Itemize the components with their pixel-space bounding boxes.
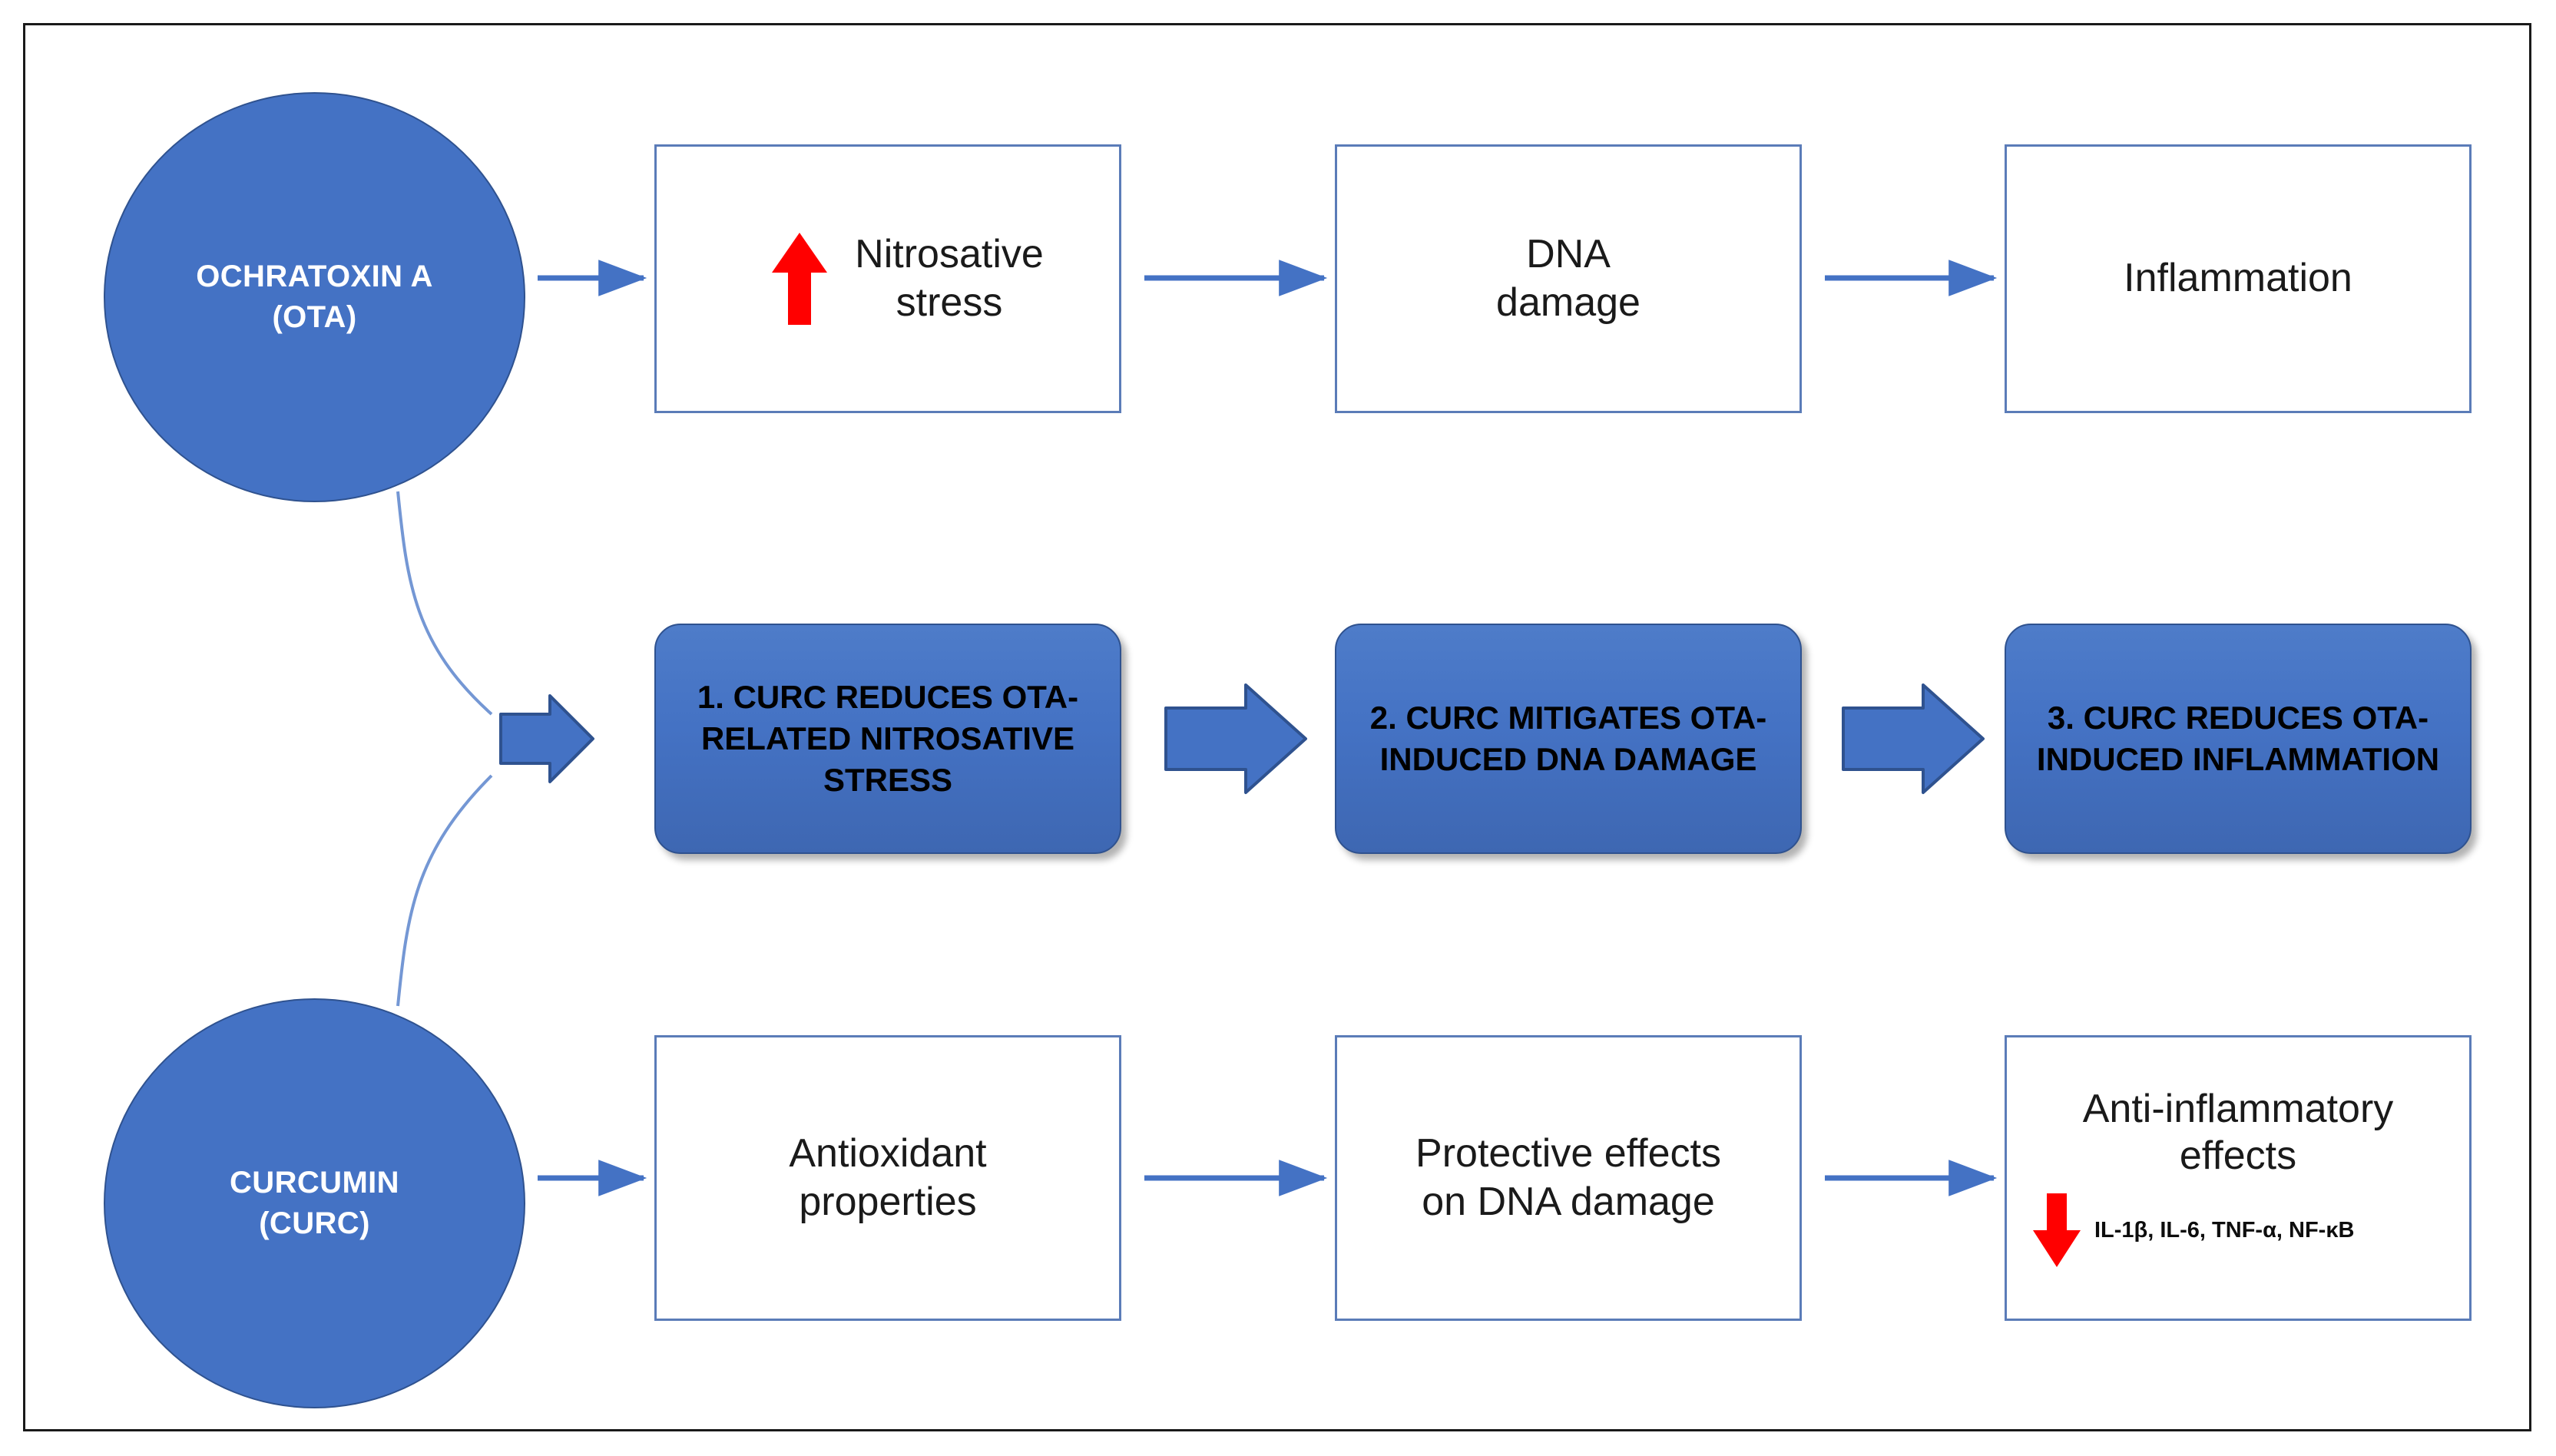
dna-damage-line1: DNA	[1526, 231, 1611, 276]
dna-damage-label: DNA damage	[1496, 230, 1641, 328]
antioxidant-line2: properties	[799, 1180, 977, 1224]
anti-inflammatory-heading: Anti-inflammatory effects	[2083, 1086, 2394, 1180]
box-antioxidant-properties[interactable]: Antioxidant properties	[654, 1035, 1121, 1321]
cytokine-row: IL-1β, IL-6, TNF-α, NF-κB	[2015, 1190, 2462, 1270]
process-box-2[interactable]: 2. CURC MITIGATES OTA-INDUCED DNA DAMAGE	[1335, 624, 1802, 854]
anti-inflammatory-line1: Anti-inflammatory	[2082, 1086, 2394, 1131]
process-box-2-label: 2. CURC MITIGATES OTA-INDUCED DNA DAMAGE	[1369, 700, 1767, 777]
antioxidant-line1: Antioxidant	[789, 1130, 987, 1176]
cytokine-list: IL-1β, IL-6, TNF-α, NF-κB	[2094, 1217, 2355, 1243]
ota-label-line1: OCHRATOXIN A	[196, 260, 433, 294]
red-up-arrow-icon	[772, 233, 828, 325]
box-dna-damage[interactable]: DNA damage	[1335, 144, 1802, 413]
ota-label-line2: (OTA)	[272, 300, 357, 334]
curc-label-line2: (CURC)	[259, 1206, 370, 1240]
nitrosative-line2: stress	[896, 280, 1003, 325]
box-nitrosative-stress[interactable]: Nitrosative stress	[654, 144, 1121, 413]
nitrosative-content: Nitrosative stress	[695, 230, 1119, 328]
process-box-1[interactable]: 1. CURC REDUCES OTA-RELATED NITROSATIVE …	[654, 624, 1121, 854]
protective-line1: Protective effects	[1415, 1130, 1721, 1176]
box-inflammation[interactable]: Inflammation	[2005, 144, 2472, 413]
box-anti-inflammatory-effects[interactable]: Anti-inflammatory effects IL-1β, IL-6, T…	[2005, 1035, 2472, 1321]
process-box-3[interactable]: 3. CURC REDUCES OTA-INDUCED INFLAMMATION	[2005, 624, 2472, 854]
curc-label-line1: CURCUMIN	[230, 1166, 399, 1200]
red-down-arrow-icon	[2033, 1193, 2081, 1268]
box-protective-effects[interactable]: Protective effects on DNA damage	[1335, 1035, 1802, 1321]
nitrosative-line1: Nitrosative	[855, 231, 1044, 276]
inflammation-label: Inflammation	[2124, 256, 2352, 301]
process-box-3-label: 3. CURC REDUCES OTA-INDUCED INFLAMMATION	[2036, 700, 2440, 777]
anti-inflammatory-line2: effects	[2179, 1133, 2297, 1178]
protective-label: Protective effects on DNA damage	[1415, 1130, 1721, 1227]
nitrosative-label: Nitrosative stress	[855, 230, 1044, 328]
protective-line2: on DNA damage	[1422, 1180, 1715, 1224]
dna-damage-line2: damage	[1496, 280, 1641, 325]
node-ochratoxin-a[interactable]: OCHRATOXIN A (OTA)	[104, 92, 525, 502]
node-curcumin[interactable]: CURCUMIN (CURC)	[104, 998, 525, 1408]
antioxidant-label: Antioxidant properties	[789, 1130, 986, 1227]
process-box-1-label: 1. CURC REDUCES OTA-RELATED NITROSATIVE …	[697, 679, 1079, 798]
